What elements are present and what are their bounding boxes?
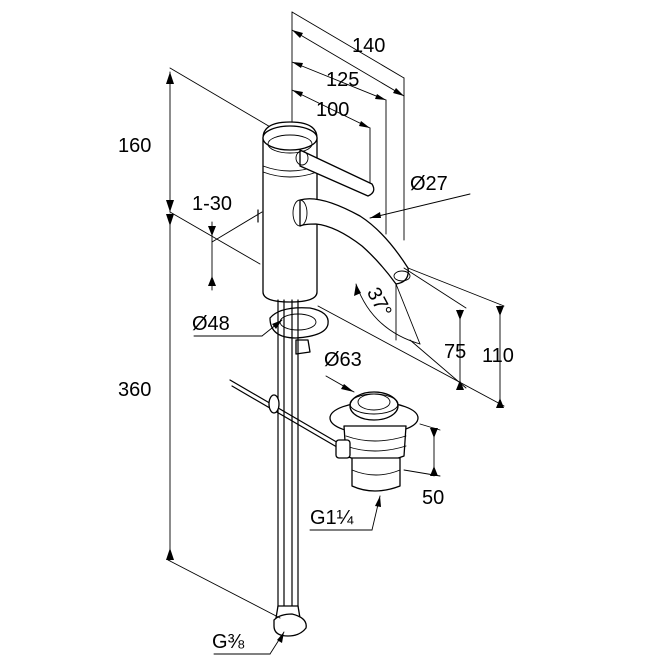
dimension-360: 360: [118, 213, 281, 619]
dimension-110: 110: [317, 267, 514, 408]
dim-spout-diameter-label: Ø27: [410, 173, 448, 195]
dim-base-diameter-label: Ø48: [192, 313, 230, 335]
dimension-125: 125: [291, 61, 387, 235]
dimension-waste-thread: G1¼: [309, 495, 381, 531]
dim-125-label: 125: [326, 69, 359, 91]
dimension-100: 100: [291, 89, 371, 191]
dim-waste-diameter-label: Ø63: [324, 349, 362, 371]
dim-75-label: 75: [444, 341, 466, 363]
tap-base: [269, 307, 329, 355]
dim-supply-thread-label: G⅜: [212, 631, 245, 653]
dim-360-label: 360: [118, 379, 151, 401]
dimension-spout-angle: 37°: [354, 283, 421, 345]
supply-hoses: [273, 299, 307, 637]
waste-valve: [329, 391, 419, 492]
dimension-140: 140: [291, 11, 405, 241]
dim-angle-label: 37°: [362, 284, 396, 321]
dim-160-label: 160: [118, 135, 151, 157]
dimension-supply-thread: G⅜: [212, 631, 285, 655]
dim-110-label: 110: [482, 345, 514, 367]
tap-body: [257, 121, 411, 303]
dim-50-label: 50: [422, 487, 444, 509]
dimension-waste-diameter: Ø63: [324, 349, 362, 393]
dimension-75: 75: [403, 267, 467, 390]
dim-deck-label: 1-30: [192, 193, 232, 215]
dimension-160: 160: [118, 67, 273, 265]
dimension-50: 50: [403, 423, 444, 509]
popup-rod: [229, 379, 343, 451]
dimension-spout-diameter: Ø27: [369, 173, 471, 219]
dim-waste-thread-label: G1¼: [310, 507, 354, 529]
dim-140-label: 140: [352, 35, 385, 57]
dimension-base-diameter: Ø48: [192, 313, 283, 337]
dim-100-label: 100: [316, 99, 349, 121]
dimension-deck-thickness: 1-30: [192, 193, 263, 291]
